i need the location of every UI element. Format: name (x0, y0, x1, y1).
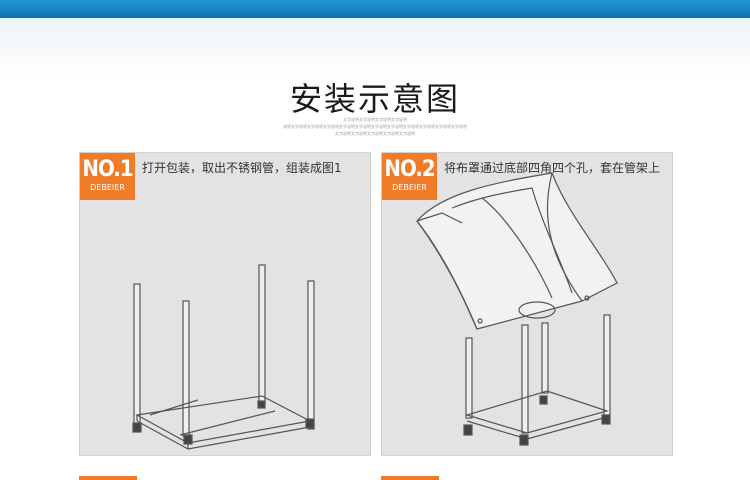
cover-installation-drawing (416, 172, 618, 446)
step-4-badge-edge (381, 476, 439, 480)
subtitle-line-1: 文字说明文字说明文字说明文字说明 (343, 117, 407, 122)
step-2-caption: 将布罩通过底部四角四个孔，套在管架上 (444, 161, 661, 175)
step-1-brand: DEBEIER (90, 183, 125, 192)
top-bar (0, 0, 750, 18)
step-1-badge: NO.1 DEBEIER (80, 153, 135, 200)
top-bar-shadow (0, 18, 750, 78)
step-1-caption: 打开包装，取出不锈钢管，组装成图1 (142, 161, 342, 175)
step-2-badge: NO.2 DEBEIER (382, 153, 437, 200)
subtitle-line-2: 说明文字说明文字说明文字说明文字说明文字说明文字说明文字说明文字说明文字说明文字… (283, 124, 467, 129)
step-3-badge-edge (79, 476, 137, 480)
step-2-brand: DEBEIER (392, 183, 427, 192)
step-1-panel: NO.1 DEBEIER 打开包装，取出不锈钢管，组装成图1 (79, 152, 371, 456)
step-1-number: NO.1 (82, 157, 133, 182)
rack-frame-drawing (132, 264, 315, 450)
step-2-panel: NO.2 DEBEIER 将布罩通过底部四角四个孔，套在管架上 (381, 152, 673, 456)
step-2-number: NO.2 (384, 157, 435, 182)
page-title: 安装示意图 (289, 80, 460, 118)
subtitle-line-3: 文字说明文字说明文字说明文字说明文字说明 (335, 131, 415, 136)
